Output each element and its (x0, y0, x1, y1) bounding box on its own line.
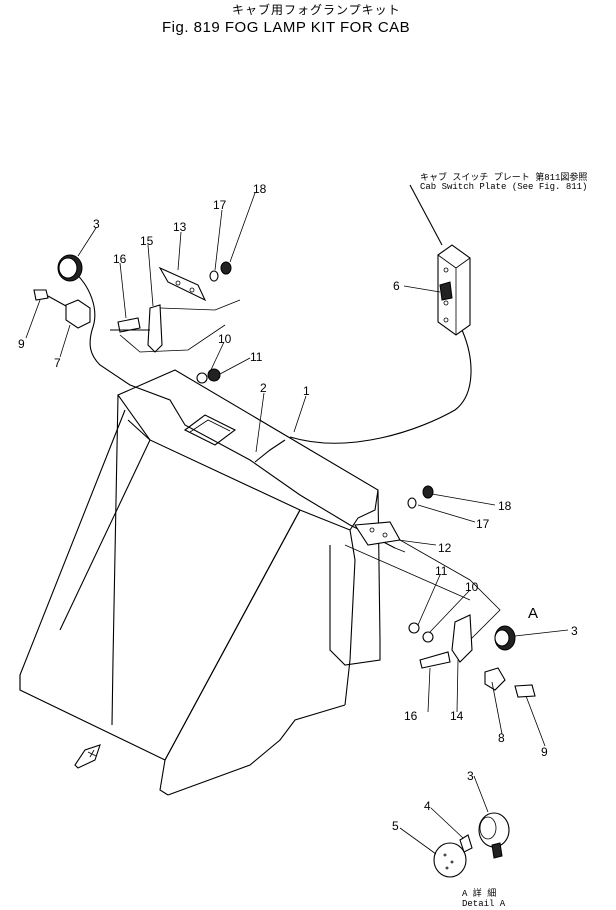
callout-10-left: 10 (218, 332, 232, 346)
detail-a-japanese: A 詳 細 (462, 887, 496, 899)
callout-7: 7 (54, 356, 61, 370)
callout-8: 8 (498, 731, 505, 745)
callout-5: 5 (392, 819, 399, 833)
wire-harness (71, 269, 472, 553)
callout-6: 6 (393, 279, 400, 293)
callout-3-detail: 3 (467, 769, 474, 783)
callout-17-left: 17 (213, 198, 227, 212)
callout-18-left: 18 (253, 182, 267, 196)
callout-9-left: 9 (18, 337, 25, 351)
callout-view-a: A (528, 605, 538, 622)
detail-a-view (433, 812, 510, 878)
cab-switch-note-japanese: キャブ スイッチ プレート 第811図参照 (420, 171, 587, 183)
title-english: Fig. 819 FOG LAMP KIT FOR CAB (162, 19, 410, 36)
callout-9-right: 9 (541, 745, 548, 759)
callout-11-left: 11 (250, 350, 263, 364)
callout-14: 14 (450, 709, 464, 723)
callout-3-left: 3 (93, 217, 100, 231)
callout-18-right: 18 (498, 499, 512, 513)
callout-17-right: 17 (476, 517, 490, 531)
callout-3-right: 3 (571, 624, 578, 638)
callout-11-right: 11 (435, 564, 448, 578)
left-fog-lamp-assembly (33, 254, 241, 384)
callout-12: 12 (438, 541, 452, 555)
right-fog-lamp-assembly (344, 485, 536, 698)
cab-switch-plate (409, 184, 471, 336)
callout-4: 4 (424, 799, 431, 813)
callout-2: 2 (260, 381, 267, 395)
callout-16-left: 16 (113, 252, 127, 266)
cab-switch-note-english: Cab Switch Plate (See Fig. 811) (420, 182, 587, 192)
callout-15: 15 (140, 234, 154, 248)
leader-lines (25, 192, 569, 855)
cab-body (19, 369, 381, 796)
callout-16-right: 16 (404, 709, 418, 723)
detail-a-english: Detail A (462, 899, 506, 909)
callout-13: 13 (173, 220, 187, 234)
title-japanese: キャブ用フォグランプキット (232, 2, 401, 17)
callout-10-right: 10 (465, 580, 479, 594)
callout-1: 1 (303, 384, 310, 398)
